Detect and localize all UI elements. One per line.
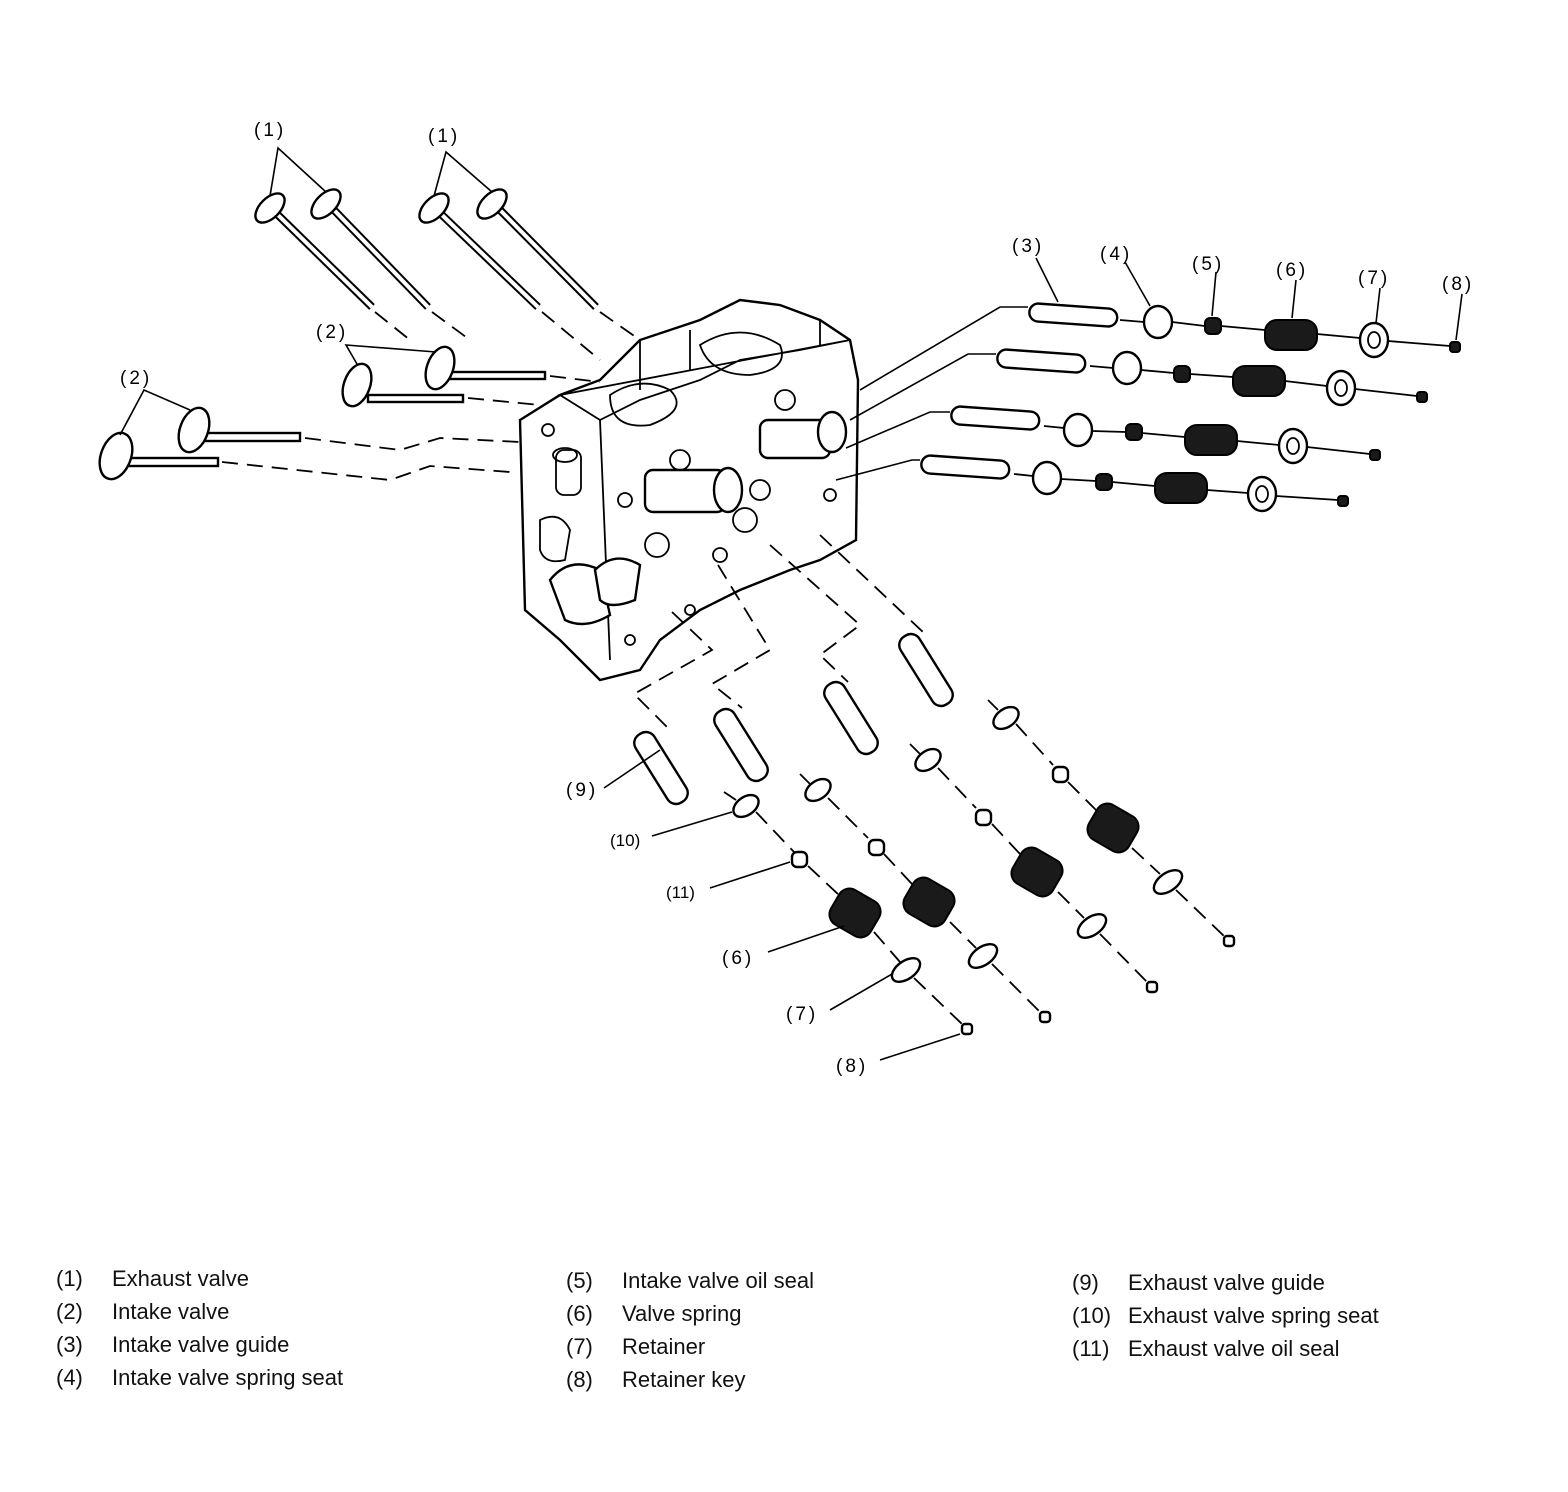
exhaust-valve-springs (828, 802, 1140, 939)
callout-4: (4) (1100, 244, 1132, 265)
callout-9: (9) (566, 780, 598, 801)
exhaust-retainer-keys (960, 934, 1236, 1036)
callout-2: (2) (120, 368, 152, 389)
callout-6: (6) (722, 948, 754, 969)
legend-item: (1)Exhaust valve (56, 1265, 249, 1291)
leader-lines (119, 146, 1463, 1061)
legend-item: (2)Intake valve (56, 1298, 230, 1324)
exhaust-stack-lines (632, 534, 1225, 1025)
intake-valve (177, 406, 302, 454)
callout-8: (8) (1442, 274, 1474, 295)
intake-valve (98, 431, 220, 481)
cylinder-head (518, 298, 860, 682)
exhaust-spring-seats (732, 705, 1020, 819)
callout-7: (7) (1358, 268, 1390, 289)
legend-column: (9)Exhaust valve guide (10)Exhaust valve… (1072, 1266, 1379, 1365)
callout-6: (6) (1276, 260, 1308, 281)
intake-retainers (1246, 321, 1390, 513)
callout-labels: (1) (1) (2) (2) (3) (4) (5) (6) (7) (8) … (120, 120, 1474, 1077)
intake-valve-springs (1154, 319, 1318, 504)
legend-item: (4)Intake valve spring seat (56, 1364, 344, 1390)
exhaust-valve (310, 188, 431, 310)
callout-3: (3) (1012, 236, 1044, 257)
exhaust-valve (476, 188, 599, 310)
legend-item: (8)Retainer key (566, 1366, 746, 1392)
legend-item: (6)Valve spring (566, 1300, 742, 1326)
legend-item: (11)Exhaust valve oil seal (1072, 1335, 1340, 1361)
exhaust-valve (418, 192, 541, 310)
parts-legend: (1)Exhaust valve (2)Intake valve (3)Inta… (0, 1262, 1568, 1402)
exhaust-oil-seals (790, 765, 1070, 869)
intake-stack-lines (1013, 319, 1451, 501)
exhaust-retainers (890, 869, 1184, 983)
intake-spring-seats (1031, 304, 1174, 496)
intake-retainer-keys (1337, 341, 1461, 507)
callout-11: (11) (666, 883, 695, 902)
legend-item: (9)Exhaust valve guide (1072, 1269, 1325, 1295)
legend-item: (7)Retainer (566, 1333, 706, 1359)
legend-item: (10)Exhaust valve spring seat (1072, 1302, 1379, 1328)
exhaust-valve (254, 192, 375, 310)
intake-valve (424, 345, 547, 391)
callout-7: (7) (786, 1004, 818, 1025)
intake-valve (341, 362, 465, 408)
legend-column: (1)Exhaust valve (2)Intake valve (3)Inta… (56, 1262, 343, 1394)
callout-10: (10) (610, 831, 640, 850)
callout-8: (8) (836, 1056, 868, 1077)
legend-column: (5)Intake valve oil seal (6)Valve spring… (566, 1264, 814, 1396)
legend-item: (5)Intake valve oil seal (566, 1267, 814, 1293)
legend-item: (3)Intake valve guide (56, 1331, 290, 1357)
intake-oil-seals (1095, 317, 1222, 491)
callout-2: (2) (316, 322, 348, 343)
intake-valves (98, 345, 601, 481)
callout-1: (1) (254, 120, 286, 141)
intake-valve-guides (835, 302, 1119, 481)
exhaust-valve-guides (633, 632, 954, 806)
callout-5: (5) (1192, 254, 1224, 275)
callout-1: (1) (428, 126, 460, 147)
exhaust-valves (254, 188, 641, 361)
exploded-view-diagram: (1) (1) (2) (2) (3) (4) (5) (6) (7) (8) … (98, 120, 1474, 1077)
